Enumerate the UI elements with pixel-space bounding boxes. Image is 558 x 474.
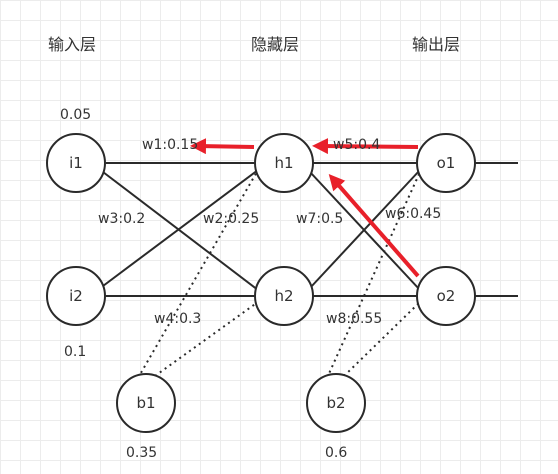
value-i2: 0.1 (64, 344, 86, 360)
node-h1 (254, 133, 314, 193)
weight-w5-label: w5:0.4 (333, 137, 380, 153)
node-h2 (254, 266, 314, 326)
node-b2-label: b2 (326, 394, 345, 412)
value-b2: 0.6 (325, 445, 347, 461)
node-b1 (116, 373, 176, 433)
backprop-arrow-o2-h1 (328, 173, 420, 278)
weight-w8-label: w8:0.55 (326, 311, 382, 327)
node-h2-label: h2 (274, 287, 293, 305)
backprop-arrow-h1-w1 (190, 138, 255, 155)
header-output-layer: 输出层 (412, 35, 460, 54)
node-i2 (46, 266, 106, 326)
node-h1-label: h1 (274, 154, 293, 172)
backprop-arrow-o1-h1 (312, 138, 419, 155)
edge-i1-h2 (102, 171, 259, 291)
node-i2-label: i2 (69, 287, 83, 305)
edge-h1-o2 (309, 171, 421, 291)
bias-edge-b1-h1 (137, 169, 259, 379)
header-hidden-layer: 隐藏层 (251, 35, 299, 54)
node-b1-label: b1 (136, 394, 155, 412)
weight-w3-label: w3:0.2 (98, 211, 145, 227)
bias-edge-b2-o1 (326, 171, 421, 379)
node-b2 (306, 373, 366, 433)
value-b1: 0.35 (126, 445, 157, 461)
edge-h2-o1 (309, 169, 421, 289)
weight-w7-label: w7:0.5 (296, 211, 343, 227)
edge-i2-h1 (102, 169, 259, 287)
node-o2-label: o2 (437, 287, 456, 305)
node-i1-label: i1 (69, 154, 83, 172)
weight-w4-label: w4:0.3 (154, 311, 201, 327)
header-input-layer: 输入层 (48, 35, 96, 54)
weight-w2-label: w2:0.25 (203, 211, 259, 227)
weight-w1-label: w1:0.15 (142, 137, 198, 153)
node-o1 (416, 133, 476, 193)
node-i1 (46, 133, 106, 193)
node-o1-label: o1 (437, 154, 456, 172)
weight-w6-label: w6:0.45 (385, 206, 441, 222)
node-o2 (416, 266, 476, 326)
value-i1: 0.05 (60, 107, 91, 123)
